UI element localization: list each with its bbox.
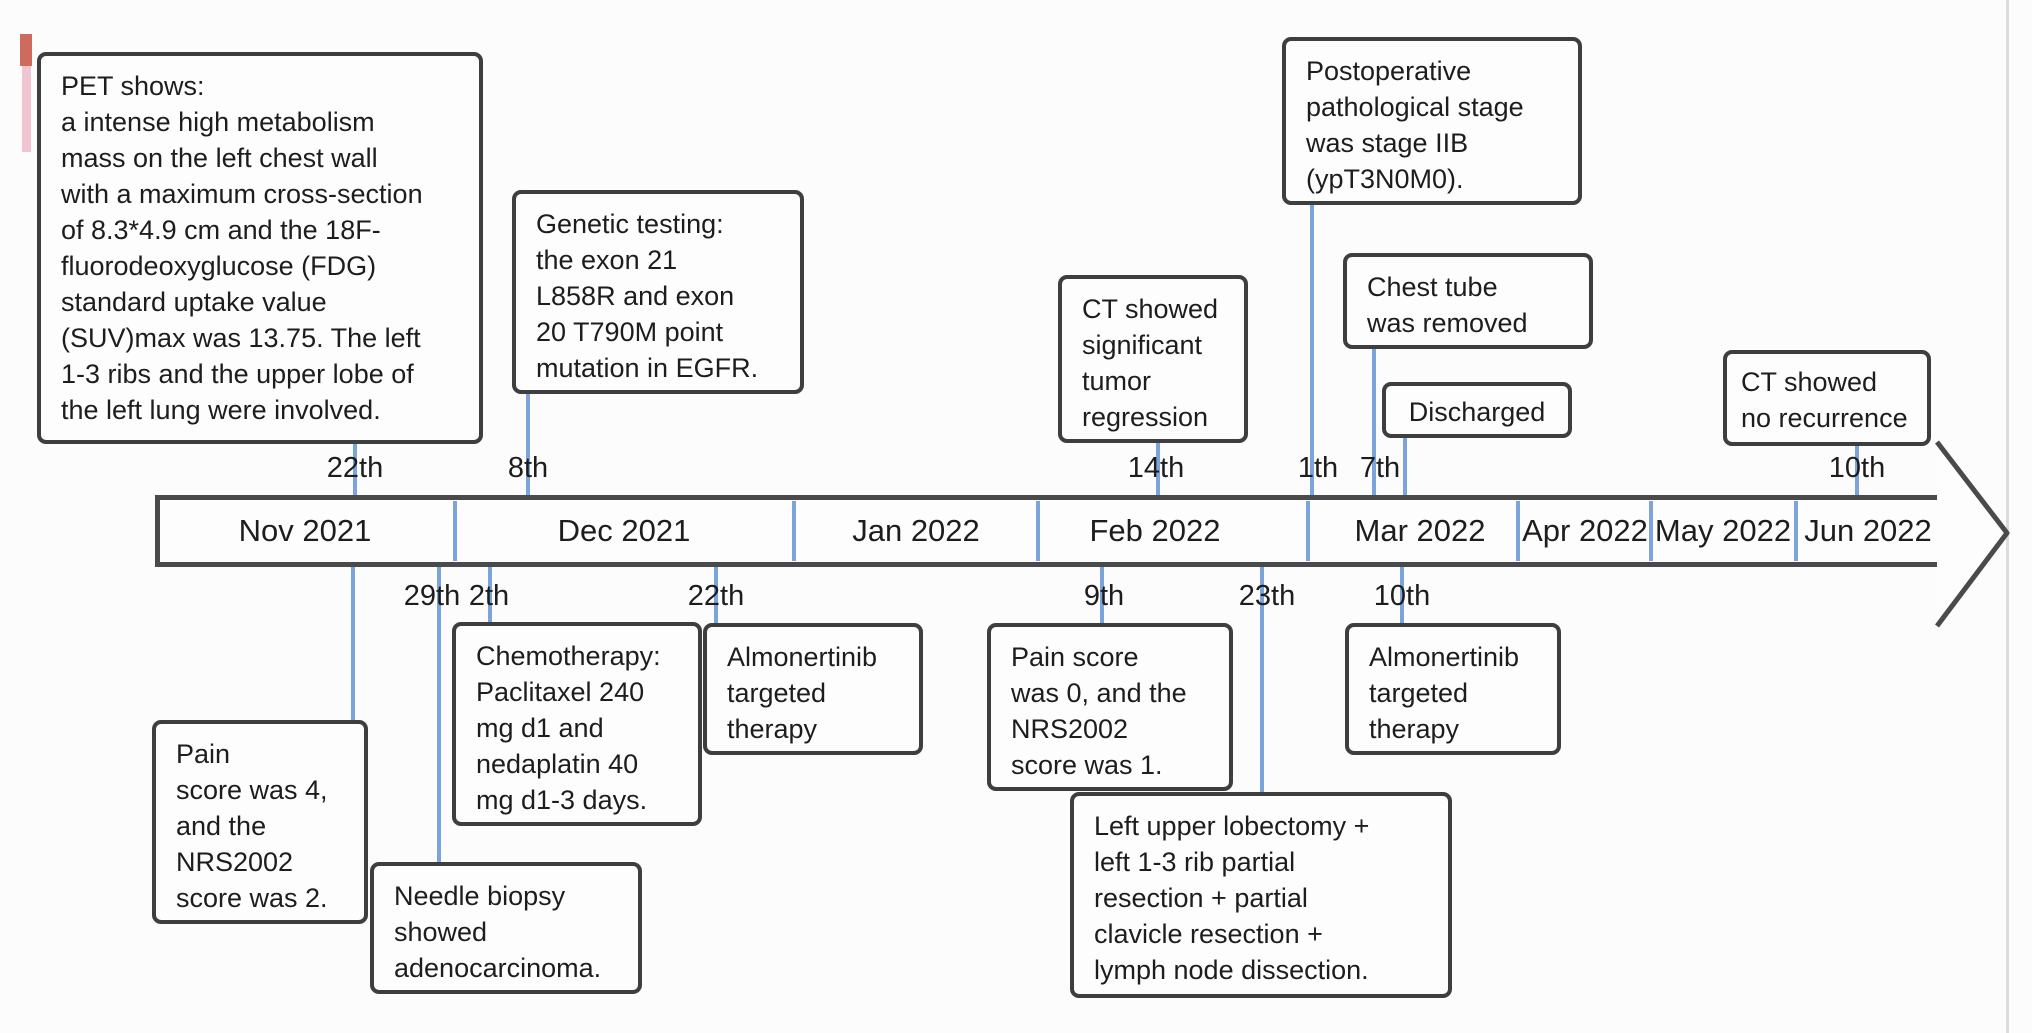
connector-line-discharged [1403, 436, 1407, 498]
tick-label-dec-22: 22th [687, 580, 745, 612]
month-divider [1649, 501, 1653, 561]
month-label-nov-2021: Nov 2021 [238, 513, 372, 548]
tick-label-dec-8: 8th [507, 452, 549, 484]
event-box-almonertinib-2: Almonertinib targeted therapy [1345, 623, 1561, 755]
scan-artifact-red [20, 34, 32, 66]
connector-line-chest-tube [1372, 345, 1376, 498]
event-box-postop-stage: Postoperative pathological stage was sta… [1282, 37, 1582, 205]
month-divider [453, 501, 457, 561]
event-box-ct-no-recurrence: CT showed no recurrence [1723, 350, 1931, 446]
month-label-dec-2021: Dec 2021 [557, 513, 691, 548]
event-box-pain-score-4: Pain score was 4, and the NRS2002 score … [152, 720, 368, 924]
connector-line-chemotherapy [488, 564, 492, 624]
month-divider [1516, 501, 1520, 561]
month-label-jan-2022: Jan 2022 [852, 513, 980, 548]
month-label-may-2022: May 2022 [1654, 513, 1792, 548]
month-divider [792, 501, 796, 561]
event-box-almonertinib-1: Almonertinib targeted therapy [703, 623, 923, 755]
event-box-genetic-testing: Genetic testing: the exon 21 L858R and e… [512, 190, 804, 394]
tick-label-mar-7: 7th [1359, 452, 1401, 484]
connector-line-almonertinib-2 [1400, 564, 1404, 625]
tick-label-nov-29: 29th [403, 580, 461, 612]
month-label-apr-2022: Apr 2022 [1522, 513, 1648, 548]
scan-artifact-right-edge [2006, 0, 2009, 1033]
tick-label-dec-2: 2th [468, 580, 510, 612]
connector-line-ct-regression [1156, 441, 1160, 498]
tick-label-jun-10: 10th [1828, 452, 1886, 484]
tick-label-feb-23: 23th [1238, 580, 1296, 612]
month-label-mar-2022: Mar 2022 [1354, 513, 1486, 548]
event-box-discharged: Discharged [1382, 382, 1572, 438]
event-box-needle-biopsy: Needle biopsy showed adenocarcinoma. [370, 862, 642, 994]
event-box-pet: PET shows: a intense high metabolism mas… [37, 52, 483, 444]
event-box-surgery: Left upper lobectomy + left 1-3 rib part… [1070, 792, 1452, 998]
event-box-ct-regression: CT showed significant tumor regression [1058, 275, 1248, 443]
connector-line-genetic [526, 390, 530, 498]
month-divider [1306, 501, 1310, 561]
timeline-arrowhead [1935, 440, 2010, 628]
connector-line-needle-biopsy [437, 564, 441, 864]
connector-line-ct-no-recurrence [1855, 440, 1859, 498]
month-label-feb-2022: Feb 2022 [1089, 513, 1221, 548]
month-label-jun-2022: Jun 2022 [1804, 513, 1932, 548]
tick-label-feb-9: 9th [1083, 580, 1125, 612]
tick-label-feb-14: 14th [1127, 452, 1185, 484]
month-divider [1794, 501, 1798, 561]
connector-line-pain-score-0 [1100, 564, 1104, 625]
tick-label-mar-10: 10th [1373, 580, 1431, 612]
connector-line-pet [353, 440, 357, 498]
tick-label-mar-1: 1th [1297, 452, 1339, 484]
connector-line-surgery [1260, 564, 1264, 794]
scan-artifact-pink [22, 66, 31, 152]
event-box-pain-score-0: Pain score was 0, and the NRS2002 score … [987, 623, 1233, 791]
connector-line-pain-score-4 [351, 564, 355, 722]
event-box-chest-tube: Chest tube was removed [1343, 253, 1593, 349]
month-divider [1036, 501, 1040, 561]
tick-label-nov-22: 22th [326, 452, 384, 484]
connector-line-postop-stage [1310, 201, 1314, 498]
event-box-chemotherapy: Chemotherapy: Paclitaxel 240 mg d1 and n… [452, 622, 702, 826]
connector-line-almonertinib-1 [714, 564, 718, 625]
timeline-bar [155, 495, 1940, 567]
